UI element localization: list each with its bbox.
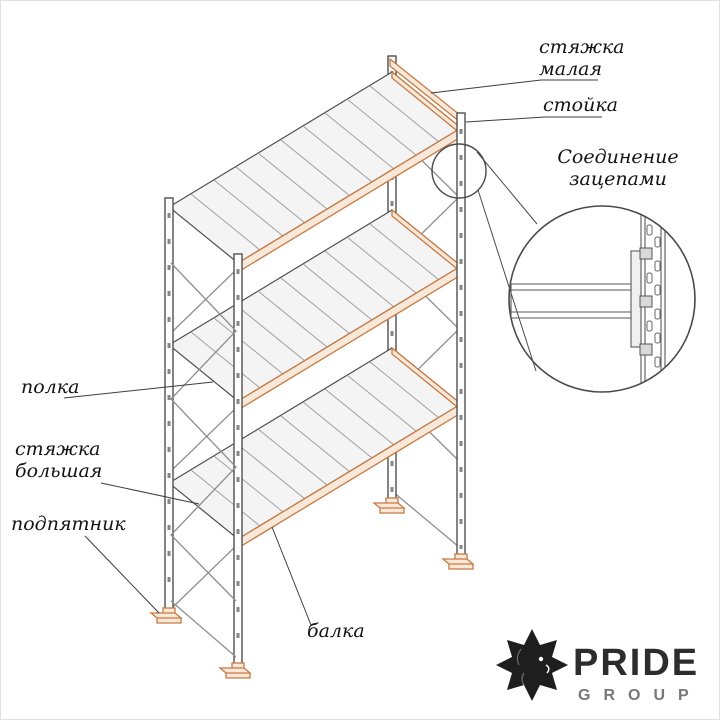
lion-icon: [496, 629, 568, 701]
shelf-top: [167, 70, 463, 274]
leader-beam: [271, 526, 312, 626]
label-tie-small-line2: малая: [539, 58, 602, 80]
detail-beam: [510, 247, 653, 356]
label-tie-large-line1: стяжка: [15, 438, 101, 460]
labels: стяжка малая стойка Соединение зацепами …: [11, 36, 679, 642]
foot-plates: [149, 497, 475, 679]
leader-tie-large: [100, 482, 200, 505]
left-frame-braces: [170, 262, 237, 658]
label-tie-small-line1: стяжка: [539, 36, 625, 58]
pride-logo: PRIDE GROUP: [496, 629, 702, 704]
logo-brand-text: PRIDE: [573, 642, 699, 684]
label-shelf: полка: [21, 376, 79, 398]
label-post: стойка: [543, 94, 618, 116]
leader-foot: [84, 535, 160, 614]
leader-lines: [63, 79, 602, 626]
post-front-left: [233, 253, 243, 666]
detail-callout: [431, 143, 696, 393]
logo-group-text: GROUP: [578, 687, 702, 704]
leader-shelf: [63, 381, 214, 399]
hook-icon: [639, 247, 653, 356]
leader-tie-small: [430, 79, 598, 94]
label-connection-line2: зацепами: [569, 168, 667, 190]
label-foot: подпятник: [11, 513, 126, 535]
post-back-left: [164, 197, 174, 611]
label-tie-large-line2: большая: [15, 460, 102, 482]
label-connection-line1: Соединение: [557, 146, 678, 168]
label-beam: балка: [307, 620, 365, 642]
leader-post: [465, 116, 602, 123]
right-frame-braces: [391, 130, 460, 548]
post-front-right: [456, 112, 466, 557]
